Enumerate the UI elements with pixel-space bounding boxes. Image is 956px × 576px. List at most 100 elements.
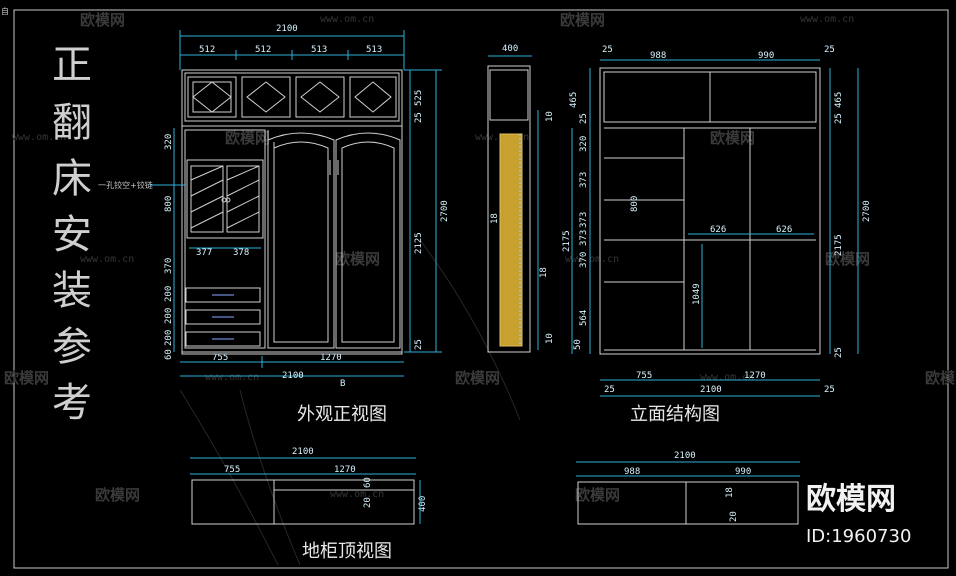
dim-base-seg: 1270	[334, 465, 356, 475]
watermark-layer: 欧模网 www.om.cn 欧模网 www.om.cn 欧模网 www.om.c…	[4, 11, 956, 566]
structure-view-drawing: 25 988 990 25 800 626 626 1049 465 25 32…	[562, 45, 872, 397]
dim-top-seg: 513	[366, 45, 382, 55]
dim-struct-top: 25	[602, 45, 613, 55]
front-note: 一孔铰空+铰链	[98, 180, 153, 190]
dim-bottom-seg: 755	[212, 353, 228, 363]
dim-top-seg: 512	[255, 45, 271, 55]
dim-struct-bottom: 755	[636, 371, 652, 381]
dim-right-h: 25	[414, 112, 424, 123]
dim-overall-width: 2100	[276, 24, 298, 34]
watermark-url: www.om.cn	[320, 14, 374, 25]
dim-right-h: 25	[414, 339, 424, 350]
brand-id: ID:1960730	[806, 526, 911, 547]
dim-left-h: 320	[164, 134, 174, 150]
dim-struct-top: 988	[650, 51, 666, 61]
dim-base-mark: 60	[363, 477, 373, 488]
caption-front-view: 外观正视图	[297, 404, 387, 425]
caption-structure-view: 立面结构图	[630, 404, 720, 425]
drawing-frame	[13, 9, 949, 569]
dim-right-h: 2125	[414, 232, 424, 254]
title-char: 考	[52, 380, 92, 426]
dim-struct-left: 370	[579, 252, 589, 268]
dim-base-overall: 2100	[292, 447, 314, 457]
dim-struct-left: 25	[579, 113, 589, 124]
dim-struct-top: 990	[758, 51, 774, 61]
dim-struct-top-seg: 988	[624, 467, 640, 477]
dim-top-seg: 512	[199, 45, 215, 55]
watermark-text: 欧模网	[575, 486, 620, 504]
corner-fragment: 自	[1, 6, 9, 16]
dim-struct-bottom-overall: 2100	[700, 385, 722, 395]
dim-struct-bottom: 1270	[744, 371, 766, 381]
watermark-text: 欧模网	[925, 369, 956, 387]
dim-inner-width: 377	[196, 248, 212, 258]
watermark-url: www.om.cn	[330, 489, 384, 500]
dim-struct-top-seg: 990	[735, 467, 751, 477]
caption-base-top-view: 地柜顶视图	[302, 541, 392, 562]
dim-base-seg: 755	[224, 465, 240, 475]
watermark-url: www.om.cn	[12, 132, 66, 143]
dim-struct-top: 25	[824, 45, 835, 55]
watermark-text: 欧模网	[710, 129, 755, 147]
dim-right-h: 2700	[440, 200, 450, 222]
dim-struct-left: 373	[579, 230, 589, 246]
watermark-text: 欧模网	[825, 250, 870, 268]
watermark-text: 欧模网	[335, 250, 380, 268]
dim-struct-bottom-side: 25	[824, 385, 835, 395]
side-left-mark: 18	[490, 213, 500, 224]
title-char: 正	[52, 42, 92, 88]
dim-struct-left: 465	[569, 92, 579, 108]
dim-inner-width: 378	[233, 248, 249, 258]
watermark-url: www.om.cn	[700, 372, 754, 383]
dim-struct-right: 465	[834, 92, 844, 108]
dim-left-h: 60	[164, 349, 174, 360]
dim-struct-inner: 1049	[692, 283, 702, 305]
dim-struct-bottom: 25	[604, 385, 615, 395]
vertical-title: 正 翻 床 安 装 参 考	[52, 42, 92, 426]
dim-struct-right: 25	[834, 347, 844, 358]
dim-struct-top-mark: 18	[725, 487, 735, 498]
dim-left-h: 370	[164, 258, 174, 274]
dim-side-h: 10	[545, 333, 555, 344]
dim-struct-left-total: 2175	[562, 230, 572, 252]
front-view-drawing: 2100 512 512 513 513	[98, 24, 450, 389]
title-char: 翻	[52, 100, 92, 146]
dim-right-h: 525	[414, 90, 424, 106]
watermark-text: 欧模网	[225, 129, 270, 147]
dim-base-mark: 20	[363, 497, 373, 508]
watermark-text: 欧模网	[560, 11, 605, 29]
dim-struct-right: 2700	[862, 200, 872, 222]
dim-struct-top-mark: 20	[729, 511, 739, 522]
dim-struct-top-overall: 2100	[674, 451, 696, 461]
watermark-url: www.om.cn	[205, 372, 259, 383]
structure-top-view-drawing: 2100 988 990 18 20	[576, 451, 800, 525]
dim-struct-right: 2175	[834, 234, 844, 256]
dim-top-seg: 513	[311, 45, 327, 55]
watermark-url: www.om.cn	[80, 254, 134, 265]
base-top-view-drawing: 2100 755 1270 60 20 400	[190, 447, 428, 525]
side-view-drawing: 400 18 10 18 10	[487, 44, 555, 353]
dim-struct-right: 25	[834, 113, 844, 124]
dim-left-h: 200	[164, 330, 174, 346]
watermark-url: www.om.cn	[565, 254, 619, 265]
title-char: 装	[52, 268, 92, 314]
title-char: 床	[52, 156, 92, 202]
watermark-text: 欧模网	[95, 486, 140, 504]
front-tag: B	[340, 379, 345, 389]
dim-side-h: 18	[539, 267, 549, 278]
dim-struct-left: 50	[573, 339, 583, 350]
dim-struct-inner: 800	[630, 196, 640, 212]
title-char: 参	[52, 324, 92, 370]
brand-logo-text: 欧模网	[806, 482, 896, 517]
watermark-text: 欧模网	[80, 11, 125, 29]
dim-bottom-overall: 2100	[282, 371, 304, 381]
watermark-url: www.om.cn	[800, 14, 854, 25]
dim-bottom-seg: 1270	[320, 353, 342, 363]
watermark-text: 欧模网	[4, 369, 49, 387]
dim-left-h: 200	[164, 286, 174, 302]
dim-left-h: 200	[164, 308, 174, 324]
dim-struct-inner: 626	[776, 225, 792, 235]
dim-side-depth: 400	[502, 44, 518, 54]
watermark-text: 欧模网	[455, 369, 500, 387]
